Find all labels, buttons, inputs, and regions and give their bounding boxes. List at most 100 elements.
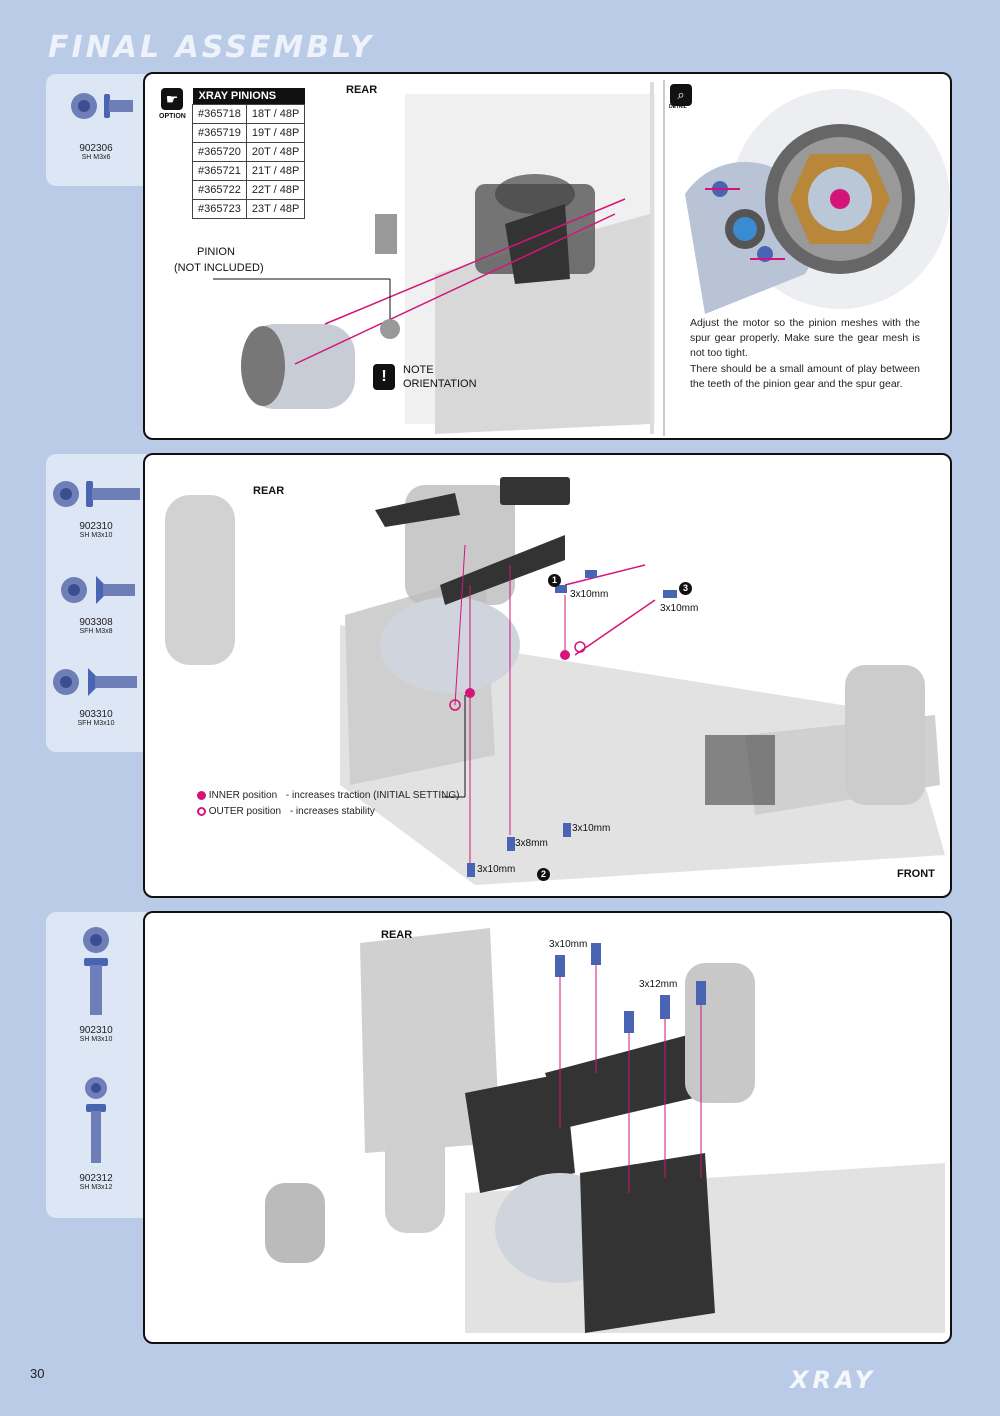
part-item: 902310 SH M3x10	[46, 476, 146, 539]
screw-icon	[467, 863, 475, 877]
parts-panel-2: 902310 SH M3x10 903308 SFH M3x8 903310 S…	[46, 454, 146, 752]
screw-icon	[663, 590, 677, 598]
rear-label: REAR	[346, 84, 378, 96]
pinion-spec: 23T / 48P	[245, 199, 306, 219]
pinion-no: #365719	[192, 123, 247, 143]
pinion-no: #365720	[192, 142, 247, 162]
step-number: 1	[548, 570, 561, 588]
part-item: 902310 SH M3x10	[46, 924, 146, 1043]
screw-icon	[85, 1077, 107, 1163]
step-3-badge: 3	[679, 581, 692, 595]
part-desc: SH M3x12	[79, 1184, 113, 1191]
part-desc: SH M3x10	[79, 532, 113, 539]
outer-marker-icon	[197, 806, 206, 816]
page-number: 30	[30, 1366, 45, 1381]
pinion-no: #365723	[192, 199, 247, 219]
part-code: 903310	[79, 709, 113, 720]
part-item: 902312 SH M3x12	[46, 1072, 146, 1191]
pinion-label: PINION	[197, 246, 235, 258]
pinion-no: #365722	[192, 180, 247, 200]
chassis-illustration-3	[265, 928, 945, 1333]
pinion-label-sub: (NOT INCLUDED)	[174, 262, 264, 274]
screw-size-label: 3x8mm	[515, 838, 548, 849]
screw-icon	[660, 995, 670, 1019]
screw-icon	[591, 943, 601, 965]
part-code: 902306	[79, 143, 113, 154]
screw-icon	[61, 576, 135, 604]
outer-desc: - increases stability	[289, 806, 375, 817]
legend-inner: INNER position - increases traction (INI…	[197, 790, 459, 801]
screw-size-label: 3x12mm	[639, 979, 678, 990]
pinion-spec: 21T / 48P	[245, 161, 306, 181]
screw-size-label: 3x10mm	[549, 939, 588, 950]
step-1-badge: 1	[548, 573, 561, 587]
part-code: 903308	[79, 617, 113, 628]
pinion-spec: 18T / 48P	[245, 104, 306, 124]
outer-label: OUTER position	[208, 806, 282, 817]
chassis-illustration-2	[165, 477, 945, 885]
part-code: 902312	[79, 1173, 113, 1184]
screw-size-label: 3x10mm	[477, 864, 516, 875]
front-label: FRONT	[897, 868, 935, 880]
part-code: 902310	[79, 521, 113, 532]
part-desc: SFH M3x10	[77, 720, 115, 727]
pinion-no: #365721	[192, 161, 247, 181]
screw-icon	[585, 570, 597, 578]
legend-outer: OUTER position - increases stability	[197, 806, 375, 817]
part-desc: SH M3x6	[81, 154, 111, 161]
pinion-spec: 22T / 48P	[245, 180, 306, 200]
detail-text-2: There should be a small amount of play b…	[690, 363, 920, 390]
screw-icon	[563, 823, 571, 837]
step-panel-3: REAR 3x10mm 3x12mm	[143, 911, 952, 1344]
inner-desc: - increases traction (INITIAL SETTING)	[285, 790, 460, 801]
inner-marker-icon	[197, 790, 206, 800]
option-icon: ☛	[161, 88, 183, 110]
page-title: FINAL ASSEMBLY	[48, 30, 375, 65]
brand-logo: XRAY	[790, 1366, 877, 1394]
part-code: 902310	[79, 1025, 113, 1036]
screw-icon	[53, 481, 140, 507]
rear-label: REAR	[253, 485, 285, 497]
step-number: 2	[537, 864, 550, 882]
detail-icon: ⌕	[670, 84, 692, 106]
pinion-spec: 20T / 48P	[245, 142, 306, 162]
note-label-sub: ORIENTATION	[403, 378, 477, 390]
part-item: 903310 SFH M3x10	[46, 664, 146, 727]
option-label: OPTION	[159, 113, 186, 120]
part-item: 903308 SFH M3x8	[46, 572, 146, 635]
screw-icon	[555, 585, 567, 593]
pinion-spec: 19T / 48P	[245, 123, 306, 143]
screw-icon	[83, 927, 109, 1015]
inner-label: INNER position	[208, 790, 278, 801]
step-panel-2: REAR FRONT 1 3x10mm 3 3x10mm 3x10mm 3x8m…	[143, 453, 952, 898]
note-label: NOTE	[403, 364, 434, 376]
screw-icon	[53, 668, 137, 696]
screw-icon	[555, 955, 565, 977]
screw-size-label: 3x10mm	[660, 603, 699, 614]
screw-icon	[696, 981, 706, 1005]
parts-panel-3: 902310 SH M3x10 902312 SH M3x12	[46, 912, 146, 1218]
parts-panel-1: 902306 SH M3x6	[46, 74, 146, 186]
step-number: 3	[679, 578, 692, 596]
part-item: 902306 SH M3x6	[46, 88, 146, 161]
warning-icon: !	[373, 364, 395, 390]
table-title: XRAY PINIONS	[192, 88, 305, 105]
screw-size-label: 3x10mm	[570, 589, 609, 600]
chassis-illustration-1	[213, 80, 950, 436]
rear-label: REAR	[381, 929, 413, 941]
part-desc: SFH M3x8	[79, 628, 113, 635]
detail-label: DETAIL	[669, 104, 687, 110]
screw-icon	[71, 93, 133, 119]
step-2-badge: 2	[537, 867, 550, 881]
screw-size-label: 3x10mm	[572, 823, 611, 834]
screw-icon	[507, 837, 515, 851]
part-desc: SH M3x10	[79, 1036, 113, 1043]
